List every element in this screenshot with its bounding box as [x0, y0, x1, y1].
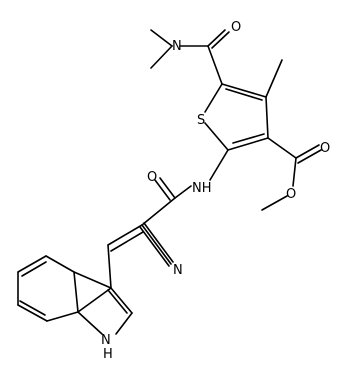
atom-O-acryl: O — [147, 170, 157, 185]
thiophene-ring — [204, 83, 269, 151]
atom-O-ester-carbonyl: O — [320, 141, 330, 156]
atom-S-thiophene: S — [197, 113, 205, 128]
cyano-acrylamide — [107, 197, 176, 267]
atom-NH-indole-H: H — [103, 347, 113, 362]
indole-ring — [17, 244, 133, 335]
atom-N-dimethyl: N — [172, 39, 182, 54]
atom-NH-indole-N: N — [101, 333, 111, 348]
ring-methyl-bond — [265, 59, 283, 98]
atom-N-nitrile: N — [173, 263, 183, 278]
atom-O-ester-ether: O — [286, 187, 296, 202]
amide-linker — [154, 149, 229, 201]
methyl-ester-group — [261, 137, 322, 211]
dimethyl-amide-group — [150, 29, 230, 85]
atom-O-amide: O — [231, 20, 241, 35]
atom-NH-amide: NH — [192, 181, 212, 196]
